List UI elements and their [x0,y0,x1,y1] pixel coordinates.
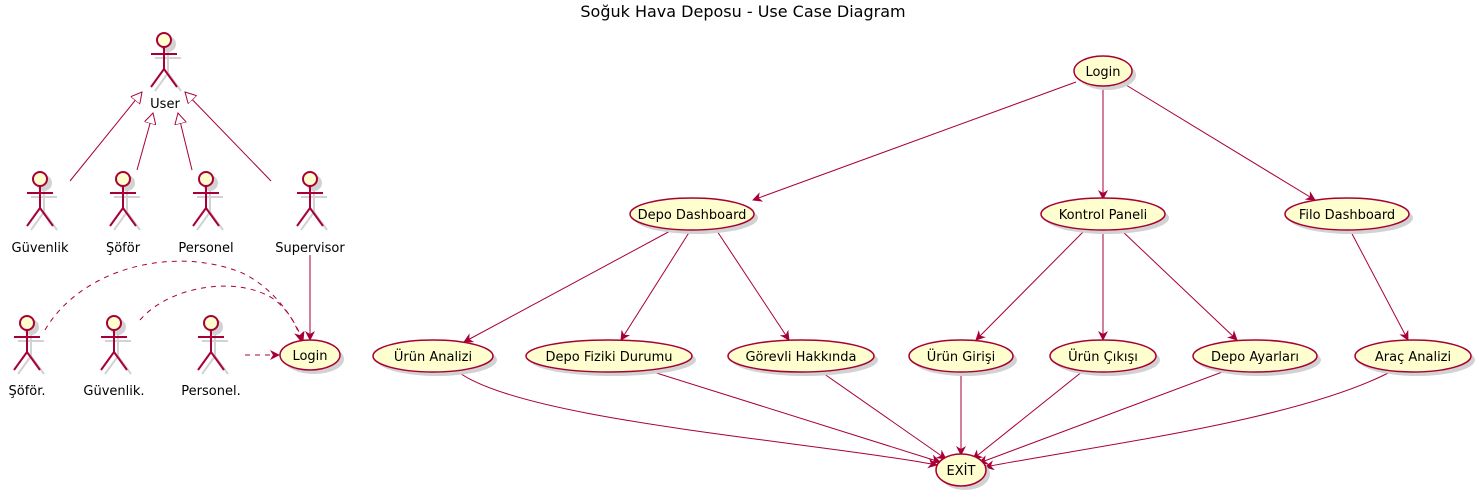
gen-sofor-user [136,113,153,171]
usecase-ellipse [525,339,693,373]
dep-guvenlik2-login [139,285,304,342]
usecase-label: Depo Ayarları [1211,350,1299,365]
usecase-ellipse [1073,55,1133,87]
assoc-cikisi-exit [972,370,1084,460]
usecase-ellipse [1354,339,1472,373]
actor-personel-label: Personel [178,241,233,256]
assoc-login-filo [1125,84,1316,201]
dep-sofor2-login [44,260,305,342]
usecase-label: Araç Analizi [1375,350,1451,365]
assoc-depo-urunanalizi [463,229,673,343]
usecase-label: Ürün Analizi [394,348,472,365]
actor-personel2 [197,315,229,375]
usecase-depo-ayarlari: Depo Ayarları [1192,339,1321,376]
usecase-urun-cikisi: Ürün Çıkışı [1049,339,1160,376]
usecase-ellipse [935,453,987,487]
actor-sofor2-label: Şöför. [8,384,45,399]
usecase-label: Ürün Girişi [927,348,996,365]
usecase-label: Depo Dashboard [638,208,747,223]
usecase-label: Görevli Hakkında [745,350,856,365]
usecase-login-left: Login [279,339,344,374]
usecase-ellipse [727,339,875,373]
actor-supervisor [296,171,328,231]
assoc-depo-fiziki [620,230,691,341]
gen-personel-user [178,113,193,171]
diagram-title: Soğuk Hava Deposu - Use Case Diagram [580,2,905,21]
usecase-ellipse [1049,339,1157,373]
assoc-depo-gorevli [716,230,790,341]
actor-sofor [109,171,141,231]
usecase-login: Login [1073,55,1136,90]
usecase-label: Login [292,349,327,364]
assoc-ayarlari-exit [978,370,1226,465]
actor-supervisor-label: Supervisor [275,241,345,256]
usecase-arac-analizi: Araç Analizi [1354,339,1475,376]
usecase-ellipse [629,197,755,231]
actor-user [150,32,182,92]
actor-personel [192,171,224,231]
usecase-ellipse [279,339,341,371]
usecase-ellipse [372,339,494,373]
actor-personel2-label: Personel. [181,384,240,399]
usecase-label: EXİT [947,463,976,479]
actor-sofor2 [13,315,45,375]
gen-guvenlik-user [69,92,142,182]
assoc-login-depo [752,81,1077,202]
assoc-kontrol-girisi [975,229,1086,341]
usecase-gorevli: Görevli Hakkında [727,339,878,376]
usecase-exit: EXİT [935,453,990,490]
actor-guvenlik2 [100,315,132,375]
actor-user-label: User [150,97,180,112]
actor-sofor-label: Şöför [106,241,141,256]
usecase-ellipse [908,339,1014,373]
usecase-filo-dashboard: Filo Dashboard [1284,197,1413,234]
usecase-depo-dashboard: Depo Dashboard [629,197,758,234]
usecase-ellipse [1284,197,1410,231]
assoc-filo-arac [1349,229,1409,341]
actor-guvenlik2-label: Güvenlik. [83,384,144,399]
usecase-label: Depo Fiziki Durumu [546,350,673,365]
usecase-ellipse [1192,339,1318,373]
usecase-label: Ürün Çıkışı [1068,348,1138,365]
usecase-label: Kontrol Paneli [1059,208,1148,223]
usecase-depo-fiziki: Depo Fiziki Durumu [525,339,696,376]
usecase-urun-girisi: Ürün Girişi [908,339,1017,376]
assoc-fiziki-exit [649,370,941,465]
usecase-urun-analizi: Ürün Analizi [372,339,497,376]
actor-guvenlik-label: Güvenlik [12,241,69,256]
usecase-ellipse [1040,197,1166,231]
usecase-kontrol-paneli: Kontrol Paneli [1040,197,1169,234]
assoc-arac-exit [984,370,1393,471]
usecase-label: Login [1085,65,1120,80]
assoc-urunanalizi-exit [456,370,938,469]
gen-supervisor-user [185,92,272,182]
usecase-label: Filo Dashboard [1299,208,1395,223]
assoc-gorevli-exit [819,370,947,460]
assoc-kontrol-ayarlari [1120,229,1238,341]
actor-guvenlik [26,171,58,231]
